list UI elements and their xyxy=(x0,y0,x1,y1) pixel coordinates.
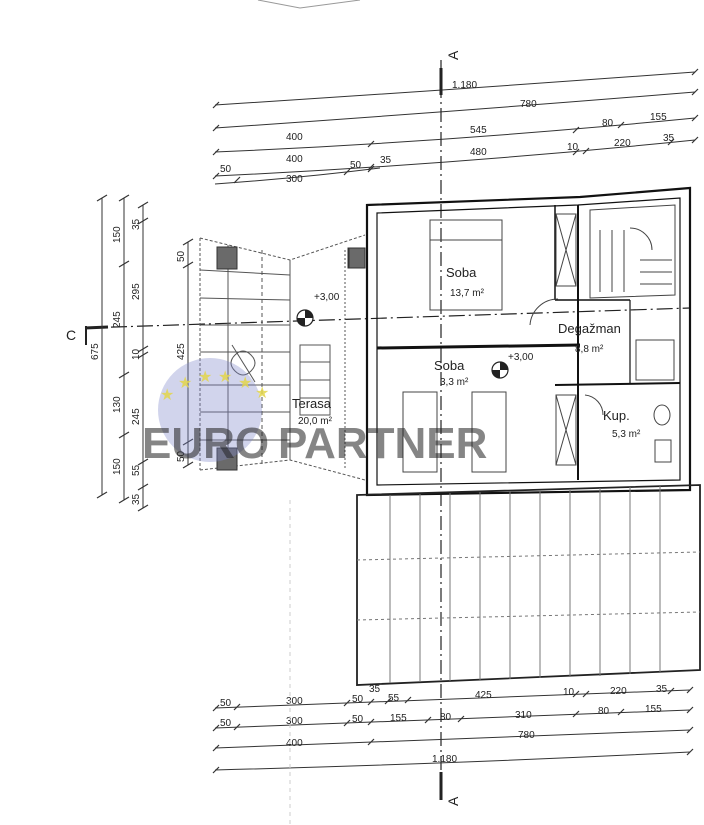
dim-bottom-10: 10 xyxy=(563,687,575,698)
svg-text:★: ★ xyxy=(218,369,232,386)
dim-left-35-a: 35 xyxy=(131,218,142,230)
building-fixtures xyxy=(402,204,676,473)
left-dimension-ticks xyxy=(96,194,194,512)
dim-top-50-a: 50 xyxy=(220,164,232,175)
dim-left-295: 295 xyxy=(131,283,142,300)
room-degazman-area: 8,8 m² xyxy=(575,344,604,355)
dim-top-50-b: 50 xyxy=(350,160,362,171)
room-terasa-name: Terasa xyxy=(292,396,332,411)
level-room-label: +3,00 xyxy=(508,352,534,363)
dim-top-10-a: 10 xyxy=(567,142,579,153)
top-dimension-labels: 1.180 780 400 545 80 155 400 480 10 220 … xyxy=(220,80,675,185)
dim-bottom-50-a: 50 xyxy=(220,698,232,709)
section-line-a: A A xyxy=(439,50,461,806)
lower-roof xyxy=(356,484,701,686)
dim-bottom-780: 780 xyxy=(518,730,535,741)
dim-top-220-a: 220 xyxy=(614,138,631,149)
dim-bottom-425: 425 xyxy=(475,690,492,701)
section-line-c: C xyxy=(66,307,691,345)
dim-left-50-a: 50 xyxy=(176,250,187,262)
watermark-partner: PARTNER xyxy=(278,419,487,468)
dim-left-50-b: 50 xyxy=(176,450,187,462)
top-dimensions xyxy=(214,71,696,185)
dim-left-10: 10 xyxy=(131,348,142,360)
dim-bottom-310: 310 xyxy=(515,710,532,721)
dim-bottom-80-a: 80 xyxy=(440,712,452,723)
dim-bottom-55: 55 xyxy=(388,693,400,704)
room-kup-name: Kup. xyxy=(603,408,630,423)
section-c-label: C xyxy=(66,327,76,343)
building-wall-columns xyxy=(348,247,366,269)
room-soba-1-area: 13,7 m² xyxy=(450,288,485,299)
dim-bottom-50-b: 50 xyxy=(352,694,364,705)
bottom-dimension-ticks xyxy=(212,686,694,774)
dim-bottom-155-b: 155 xyxy=(645,704,662,715)
terrace xyxy=(199,234,366,481)
adjacent-roof-outline xyxy=(257,0,361,9)
section-a-top-label: A xyxy=(445,50,461,60)
dim-top-400-a: 400 xyxy=(286,132,303,143)
dim-top-480: 480 xyxy=(470,147,487,158)
dim-left-425: 425 xyxy=(176,343,187,360)
dim-top-780: 780 xyxy=(520,99,537,110)
section-a-bottom-label: A xyxy=(445,796,461,806)
dim-bottom-50-d: 50 xyxy=(352,714,364,725)
bottom-dimension-labels: 50 300 50 35 55 425 10 220 35 50 300 50 … xyxy=(220,684,668,765)
dim-left-245-b: 245 xyxy=(131,408,142,425)
level-marker-terrace: +3,00 xyxy=(296,292,340,327)
svg-text:★: ★ xyxy=(238,375,252,392)
watermark-euro: EURO xyxy=(142,419,269,468)
watermark-logo: ★ ★ ★ ★ ★ ★ EURO PARTNER xyxy=(142,358,487,468)
svg-text:★: ★ xyxy=(178,375,192,392)
dim-bottom-1180: 1.180 xyxy=(432,754,457,765)
dim-bottom-300-a: 300 xyxy=(286,696,303,707)
dim-top-1180: 1.180 xyxy=(452,80,477,91)
dim-bottom-155-a: 155 xyxy=(390,713,407,724)
room-degazman-name: Degažman xyxy=(558,321,621,336)
top-dimension-ticks xyxy=(212,68,699,184)
room-soba-2-name: Soba xyxy=(434,358,465,373)
svg-text:★: ★ xyxy=(255,385,269,402)
dim-left-245-a: 245 xyxy=(112,311,123,328)
dim-left-150-a: 150 xyxy=(112,226,123,243)
dim-top-155-a: 155 xyxy=(650,112,667,123)
dim-bottom-400: 400 xyxy=(286,738,303,749)
dim-bottom-35-a: 35 xyxy=(369,684,381,695)
dim-top-35-a: 35 xyxy=(663,133,675,144)
room-terasa-area: 20,0 m² xyxy=(298,416,333,427)
room-soba-2-area: 3,3 m² xyxy=(440,377,469,388)
left-dimension-labels: 675 150 245 130 150 35 295 10 245 55 35 … xyxy=(90,218,187,505)
room-labels: Soba 13,7 m² Soba 3,3 m² Degažman 8,8 m²… xyxy=(292,265,641,440)
dim-left-35-b: 35 xyxy=(131,493,142,505)
dim-bottom-80-b: 80 xyxy=(598,706,610,717)
dim-left-55: 55 xyxy=(131,464,142,476)
dim-left-130: 130 xyxy=(112,396,123,413)
star-icons: ★ ★ ★ ★ ★ ★ xyxy=(160,369,269,404)
building-walls xyxy=(365,186,692,497)
dim-top-80-a: 80 xyxy=(602,118,614,129)
dim-top-35-b: 35 xyxy=(380,155,392,166)
room-soba-1-name: Soba xyxy=(446,265,477,280)
room-kup-area: 5,3 m² xyxy=(612,429,641,440)
dim-bottom-35-b: 35 xyxy=(656,684,668,695)
dim-bottom-220: 220 xyxy=(610,686,627,697)
dim-top-400-b: 400 xyxy=(286,154,303,165)
dim-bottom-50-c: 50 xyxy=(220,718,232,729)
dim-top-300: 300 xyxy=(286,174,303,185)
dim-left-675: 675 xyxy=(90,343,101,360)
level-marker-room: +3,00 xyxy=(491,352,534,379)
dim-bottom-300-b: 300 xyxy=(286,716,303,727)
svg-text:★: ★ xyxy=(160,387,174,404)
dim-top-545: 545 xyxy=(470,125,487,136)
bottom-dimensions xyxy=(214,689,691,771)
level-terrace-label: +3,00 xyxy=(314,292,340,303)
dim-left-150-b: 150 xyxy=(112,458,123,475)
left-dimensions xyxy=(101,198,189,508)
svg-text:★: ★ xyxy=(198,369,212,386)
